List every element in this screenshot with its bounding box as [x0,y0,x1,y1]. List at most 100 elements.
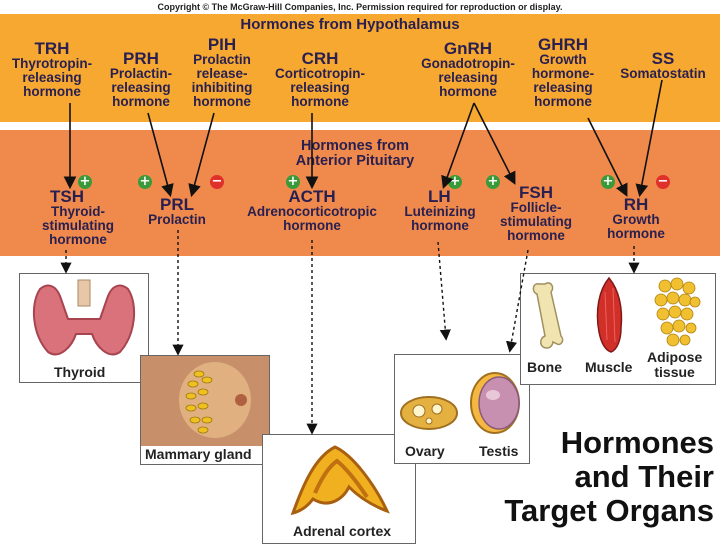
hormone-name-line: Gonadotropin- [421,56,515,72]
stimulate-plus-icon: + [601,174,615,189]
hormone-abbr: TSH [50,187,84,206]
hormone-abbr: GnRH [443,39,493,58]
page-title: Hormones and Their Target Organs [454,425,714,529]
adipose-label-line-1: Adipose [647,349,703,365]
bone-label: Bone [527,359,562,375]
adipose-label-line-2: tissue [654,363,695,380]
adrenal-panel: Adrenal cortex [262,434,416,544]
hormone-gnrh: GnRH Gonadotropin- releasing hormone [410,40,526,99]
hormone-crh: CRH Corticotropin- releasing hormone [262,50,378,109]
ovary-testis-image [400,372,520,434]
arrow-gnrh-fsh [473,102,516,185]
hormone-name-line: releasing [533,79,593,95]
hormone-abbr: FSH [519,183,553,202]
hormone-abbr: PIH [207,35,237,54]
hormone-name-line: releasing [111,80,171,96]
hormone-name-line: hormone [49,231,107,247]
thyroid-image [32,279,136,356]
hormone-name-line: releasing [438,70,498,86]
hormone-name-line: hormone [193,93,251,109]
hormone-lh: LH Luteinizing hormone [396,188,484,233]
bone-icon [532,282,564,349]
hormone-name-line: release- [196,66,248,82]
hormone-fsh: FSH Follicle- stimulating hormone [490,184,582,243]
stimulate-plus-icon: + [486,174,500,189]
gonads-panel: Ovary Testis [394,354,530,464]
hormone-ghrh: GHRH Growth hormone- releasing hormone [524,36,602,108]
hormone-tsh: TSH Thyroid- stimulating hormone [28,188,128,247]
hormone-abbr: CRH [301,49,339,68]
arrow-fsh-gonads [505,249,529,353]
hormone-name-line: hormone [507,227,565,243]
adrenal-cortex-image [290,445,390,516]
adipose-tissue-label: Adipose tissue [647,350,702,379]
adipose-icon [654,277,701,347]
hormone-abbr: PRL [160,195,194,214]
pituitary-title-line-1: Hormones from [301,138,409,154]
hormone-name-line: Prolactin [148,212,206,228]
hormone-abbr: GHRH [537,35,589,54]
hormone-name-line: stimulating [41,218,114,234]
title-line-2: and Their [574,459,714,495]
arrow-gnrh-lh [441,102,475,190]
pituitary-band [0,130,720,256]
hormone-abbr: SS [651,49,675,68]
arrow-ss-rh [635,79,663,198]
title-line-1: Hormones [560,425,714,460]
hormone-name-line: hormone [534,93,592,109]
pituitary-title: Hormones from Anterior Pituitary [230,138,480,170]
hypothalamus-title: Hormones from Hypothalamus [240,16,460,33]
hormone-name-line: hormone [23,83,81,99]
hormone-acth: ACTH Adrenocorticotropic hormone [234,188,390,233]
hormone-pih: PIH Prolactin release- inhibiting hormon… [184,36,260,108]
stimulate-plus-icon: + [286,174,300,189]
hormone-name-line: hormone- [531,66,595,82]
hormone-name-line: Luteinizing [404,204,476,220]
hormone-name-line: hormone [291,93,349,109]
hormone-name-line: Growth [612,212,660,228]
hormone-name-line: hormone [112,93,170,109]
hormone-name-line: stimulating [499,214,572,230]
muscle-label: Muscle [585,359,633,375]
hormone-name-line: Prolactin- [109,66,173,82]
inhibit-minus-icon: − [210,174,224,189]
hormone-prl: PRL Prolactin [134,196,220,227]
hormone-abbr: RH [623,195,649,214]
hormone-ss: SS Somatostatin [608,50,718,81]
hormone-abbr: LH [428,187,451,206]
bone-muscle-adipose-image [532,276,701,353]
hormone-trh: TRH Thyrotropin- releasing hormone [0,40,104,99]
hormone-name-line: hormone [439,83,497,99]
arrow-prh-prl [147,112,174,198]
testis-label: Testis [479,443,519,459]
thyroid-panel: Thyroid [19,273,149,383]
hormone-name-line: hormone [411,218,469,234]
hormone-name-line: Somatostatin [620,66,706,82]
hormone-rh: RH Growth hormone [594,196,678,241]
copyright-notice: Copyright © The McGraw-Hill Companies, I… [0,0,720,14]
mammary-panel: Mammary gland [140,355,270,465]
adrenal-cortex-label: Adrenal cortex [293,523,392,539]
hormone-abbr: PRH [123,49,159,68]
pituitary-title-line-2: Anterior Pituitary [295,153,415,170]
hypothalamus-band [0,14,720,122]
inhibit-minus-icon: − [656,174,670,189]
arrow-pih-prl [188,112,215,198]
hormone-abbr: ACTH [288,187,336,206]
stimulate-plus-icon: + [138,174,152,189]
thyroid-label: Thyroid [54,364,106,380]
hormone-name-line: Adrenocorticotropic [247,204,377,220]
title-line-3: Target Organs [504,493,714,529]
hormone-name-line: releasing [22,70,82,86]
hormone-name-line: Corticotropin- [275,66,365,82]
hormone-name-line: Prolactin [193,52,251,68]
hormone-abbr: TRH [34,39,70,58]
muscle-icon [596,276,623,353]
mammary-gland-label: Mammary gland [145,446,252,462]
ovary-label: Ovary [405,443,445,459]
hormone-prh: PRH Prolactin- releasing hormone [100,50,182,109]
hormone-name-line: Follicle- [510,200,562,216]
hormone-name-line: hormone [607,226,665,242]
arrow-ghrh-rh [587,117,628,197]
